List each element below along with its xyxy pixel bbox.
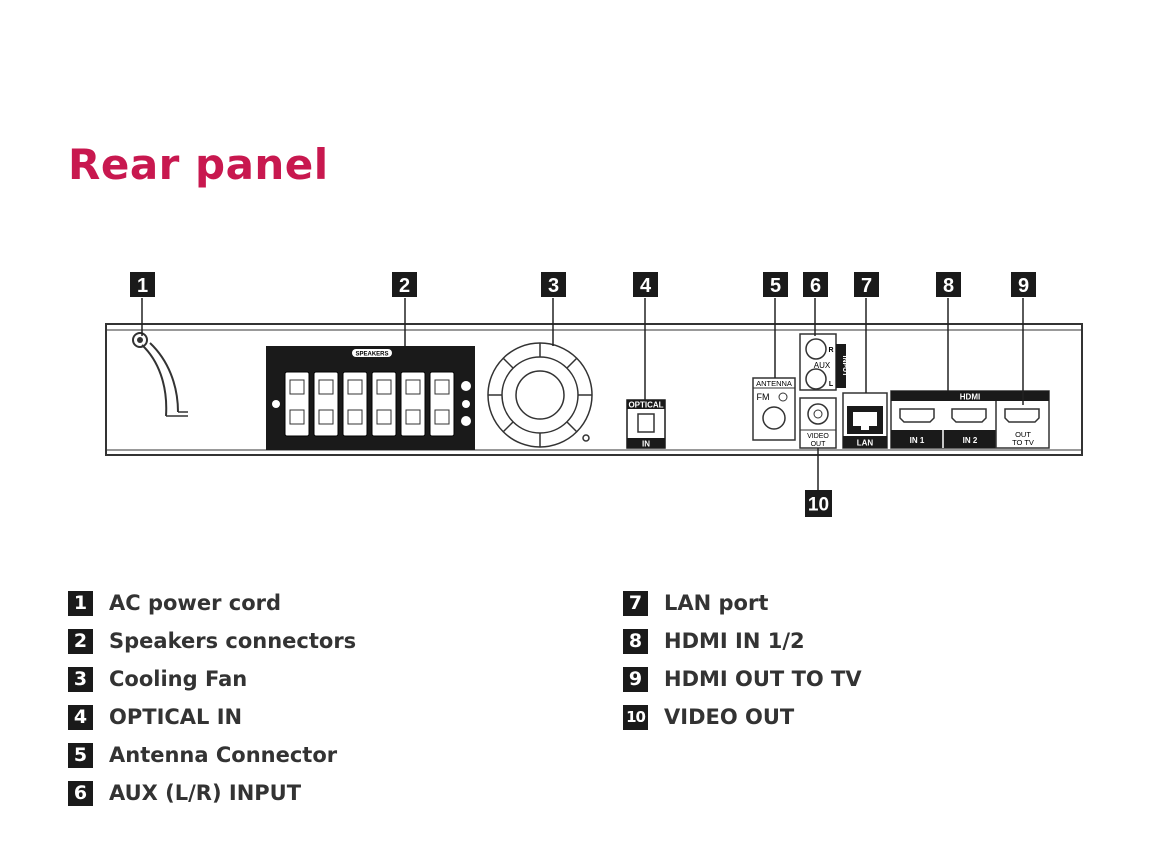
aux-text: AUX: [814, 361, 831, 370]
legend-number: 1: [68, 590, 93, 616]
callout-4: 4: [633, 272, 658, 297]
callout-4-number: 4: [640, 275, 652, 297]
legend-number: 3: [68, 666, 93, 692]
callout-7-number: 7: [861, 275, 872, 297]
legend-label: Speakers connectors: [109, 629, 357, 653]
legend-number: 10: [623, 704, 648, 730]
lan-port: LAN: [842, 392, 888, 449]
hdmi-out-label-1: OUT: [1015, 430, 1031, 439]
legend-item: 3 Cooling Fan: [68, 660, 356, 698]
aux-input-label: INPUT: [841, 356, 848, 378]
legend-item: 2 Speakers connectors: [68, 622, 356, 660]
legend-label: Antenna Connector: [109, 743, 338, 767]
callout-5-number: 5: [770, 275, 781, 297]
aux-l-label: L: [829, 381, 834, 388]
optical-bottom-label: IN: [642, 440, 650, 449]
legend-label: AUX (L/R) INPUT: [109, 781, 302, 805]
legend-item: 5 Antenna Connector: [68, 736, 356, 774]
video-out-label-1: VIDEO: [807, 433, 829, 440]
hdmi-block: HDMI IN 1 IN 2 OUT TO TV: [890, 390, 1050, 449]
video-out: VIDEO OUT: [799, 397, 837, 449]
legend-right: 7 LAN port 8 HDMI IN 1/2 9 HDMI OUT TO T…: [623, 584, 862, 736]
callout-5: 5: [763, 272, 788, 297]
legend-label: VIDEO OUT: [664, 705, 795, 729]
legend-item: 4 OPTICAL IN: [68, 698, 356, 736]
legend-label: OPTICAL IN: [109, 705, 243, 729]
hdmi-in1-label: IN 1: [910, 436, 925, 445]
legend-number: 5: [68, 742, 93, 768]
legend-number: 9: [623, 666, 648, 692]
aux-r-label: R: [828, 347, 833, 354]
antenna-connector: ANTENNA FM: [752, 377, 796, 441]
legend-item: 10 VIDEO OUT: [623, 698, 862, 736]
lan-label: LAN: [857, 439, 874, 448]
fm-label: FM: [757, 392, 770, 402]
callout-3: 3: [541, 272, 566, 297]
callout-8: 8: [936, 272, 961, 297]
video-out-label-2: OUT: [811, 441, 827, 448]
legend-left: 1 AC power cord 2 Speakers connectors 3 …: [68, 584, 356, 812]
callout-3-number: 3: [548, 275, 559, 297]
cooling-fan: [487, 342, 593, 448]
legend-label: HDMI IN 1/2: [664, 629, 805, 653]
legend-number: 8: [623, 628, 648, 654]
callout-1: 1: [130, 272, 155, 297]
callout-9: 9: [1011, 272, 1036, 297]
hdmi-in2-label: IN 2: [963, 436, 978, 445]
legend-number: 7: [623, 590, 648, 616]
page-title: Rear panel: [68, 140, 329, 189]
hdmi-out-label-2: TO TV: [1012, 438, 1034, 447]
callout-6-number: 6: [810, 275, 821, 297]
speakers-connectors: SPEAKERS: [266, 346, 475, 450]
callout-10: 10: [805, 490, 832, 517]
legend-item: 9 HDMI OUT TO TV: [623, 660, 862, 698]
callout-6: 6: [803, 272, 828, 297]
antenna-label: ANTENNA: [756, 379, 792, 388]
optical-in: OPTICAL IN: [626, 399, 666, 449]
callout-7: 7: [854, 272, 879, 297]
legend-number: 2: [68, 628, 93, 654]
leader-lines: [141, 298, 1024, 490]
callout-2-number: 2: [399, 275, 410, 297]
optical-top-label: OPTICAL: [628, 401, 663, 410]
legend-label: LAN port: [664, 591, 769, 615]
callout-10-number: 10: [808, 495, 829, 516]
speaker-terminals: [284, 371, 455, 437]
aux-input: INPUT R AUX L: [799, 333, 848, 391]
speakers-label: SPEAKERS: [355, 352, 388, 358]
legend-label: AC power cord: [109, 591, 282, 615]
ac-power-cord: [132, 332, 188, 417]
rear-panel-diagram: SPEAKERS: [105, 272, 1083, 517]
callout-2: 2: [392, 272, 417, 297]
legend-number: 6: [68, 780, 93, 806]
legend-item: 1 AC power cord: [68, 584, 356, 622]
legend-item: 7 LAN port: [623, 584, 862, 622]
legend-item: 8 HDMI IN 1/2: [623, 622, 862, 660]
callout-1-number: 1: [137, 275, 148, 297]
callout-9-number: 9: [1018, 275, 1029, 297]
callout-8-number: 8: [943, 275, 954, 297]
legend-label: HDMI OUT TO TV: [664, 667, 862, 691]
legend-item: 6 AUX (L/R) INPUT: [68, 774, 356, 812]
hdmi-label: HDMI: [960, 393, 980, 402]
legend-number: 4: [68, 704, 93, 730]
legend-label: Cooling Fan: [109, 667, 248, 691]
